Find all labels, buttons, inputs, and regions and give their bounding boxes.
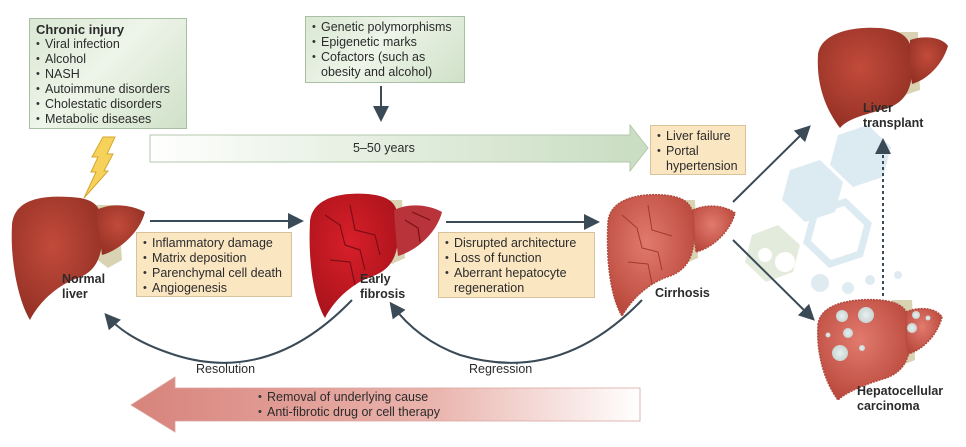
cirrhosis-outcomes-box: Liver failure Portal hypertension bbox=[650, 125, 746, 175]
cirrhosis-to-hcc-arrow bbox=[732, 239, 815, 321]
fibrosis-mechanisms-box: Inflammatory damage Matrix deposition Pa… bbox=[136, 232, 292, 297]
stage-label-early-fibrosis: Early fibrosis bbox=[360, 272, 406, 301]
list-item: Cofactors (such as obesity and alcohol) bbox=[312, 50, 458, 80]
resolution-label: Resolution bbox=[196, 362, 256, 376]
list-item: Matrix deposition bbox=[143, 251, 285, 266]
chronic-injury-title: Chronic injury bbox=[36, 22, 125, 37]
list-item: Genetic polymorphisms bbox=[312, 20, 458, 35]
cirrhosis-to-transplant-arrow bbox=[732, 125, 811, 203]
list-item: Angiogenesis bbox=[143, 281, 285, 296]
list-item: Disrupted architecture bbox=[445, 236, 588, 251]
list-item: Viral infection bbox=[36, 37, 180, 52]
timeline-label: 5–50 years bbox=[353, 141, 415, 155]
modifiers-box: Genetic polymorphisms Epigenetic marks C… bbox=[305, 16, 465, 83]
list-item: Autoimmune disorders bbox=[36, 82, 180, 97]
therapy-box: Removal of underlying cause Anti-fibroti… bbox=[258, 390, 518, 422]
stage-label-cirrhosis: Cirrhosis bbox=[655, 286, 710, 300]
stage-label-hcc: Hepatocellular carcinoma bbox=[857, 384, 944, 413]
list-item: Removal of underlying cause bbox=[258, 390, 518, 405]
stage-label-normal: Normal liver bbox=[62, 272, 106, 301]
chronic-injury-list: Viral infection Alcohol NASH Autoimmune … bbox=[36, 37, 180, 127]
list-item: Liver failure bbox=[657, 129, 739, 144]
timeline-arrow bbox=[149, 123, 649, 173]
cirrhosis-outcomes-list: Liver failure Portal hypertension bbox=[657, 129, 739, 174]
list-item: Metabolic diseases bbox=[36, 112, 180, 127]
list-item: Loss of function bbox=[445, 251, 588, 266]
normal-liver-illustration bbox=[11, 196, 145, 320]
list-item: Cholestatic disorders bbox=[36, 97, 180, 112]
list-item: Inflammatory damage bbox=[143, 236, 285, 251]
list-item: Aberrant hepatocyte regeneration bbox=[445, 266, 588, 296]
chronic-injury-box: Chronic injury Viral infection Alcohol N… bbox=[29, 18, 187, 129]
stage-label-transplant: Liver transplant bbox=[863, 101, 924, 130]
lightning-bolt-icon bbox=[83, 136, 116, 199]
hexagon-decoration bbox=[745, 125, 902, 294]
early-fibrosis-liver-illustration bbox=[309, 193, 442, 318]
hcc-liver-illustration bbox=[817, 298, 943, 402]
transplant-liver-illustration bbox=[817, 27, 948, 129]
cirrhosis-liver-illustration bbox=[606, 193, 736, 318]
list-item: Alcohol bbox=[36, 52, 180, 67]
resolution-curve-arrow bbox=[104, 299, 353, 364]
list-item: Portal hypertension bbox=[657, 144, 739, 174]
list-item: Epigenetic marks bbox=[312, 35, 458, 50]
list-item: Anti-fibrotic drug or cell therapy bbox=[258, 405, 518, 420]
cirrhosis-mechanisms-box: Disrupted architecture Loss of function … bbox=[438, 232, 595, 298]
regression-curve-arrow bbox=[389, 299, 643, 364]
therapy-list: Removal of underlying cause Anti-fibroti… bbox=[258, 390, 518, 420]
modifiers-list: Genetic polymorphisms Epigenetic marks C… bbox=[312, 20, 458, 80]
list-item: Parenchymal cell death bbox=[143, 266, 285, 281]
regression-label: Regression bbox=[469, 362, 533, 376]
fibrosis-mechanisms-list: Inflammatory damage Matrix deposition Pa… bbox=[143, 236, 285, 296]
cirrhosis-mechanisms-list: Disrupted architecture Loss of function … bbox=[445, 236, 588, 296]
list-item: NASH bbox=[36, 67, 180, 82]
